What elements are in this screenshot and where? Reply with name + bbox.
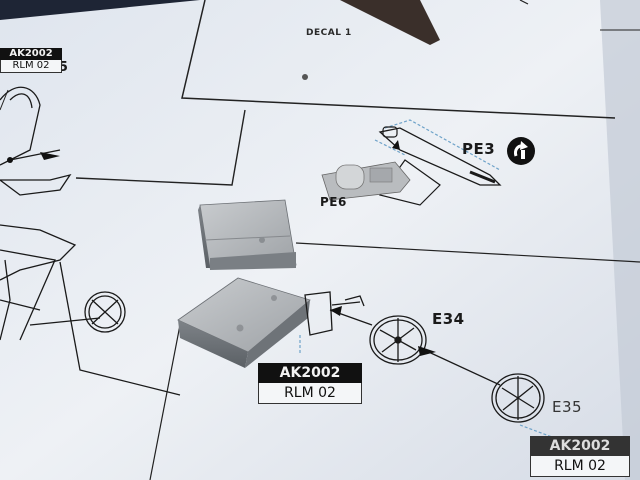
part-label-e35: E35 bbox=[552, 398, 583, 416]
left-assembly-drawing bbox=[0, 86, 181, 396]
decal-panel-border bbox=[181, 0, 616, 119]
resin-block-upper bbox=[198, 199, 297, 270]
brush-handle bbox=[340, 0, 440, 45]
paint-name: RLM 02 bbox=[258, 383, 362, 404]
paint-callout-left: AK2002 RLM 02 bbox=[0, 48, 62, 73]
paint-callout-center: AK2002 RLM 02 bbox=[258, 363, 362, 404]
paint-code: AK2002 bbox=[258, 363, 362, 383]
part-label-pe3: PE3 bbox=[462, 140, 496, 158]
resin-hinge-part bbox=[321, 161, 411, 201]
e34-drawing bbox=[304, 291, 501, 386]
part-label-e34: E34 bbox=[432, 310, 465, 328]
part-label-pe6: PE6 bbox=[320, 195, 347, 209]
paint-name: RLM 02 bbox=[0, 60, 62, 73]
paint-callout-right: AK2002 RLM 02 bbox=[530, 436, 630, 477]
rotate-arrow-icon bbox=[506, 136, 536, 171]
paint-code: AK2002 bbox=[530, 436, 630, 456]
resin-block-lower bbox=[177, 277, 311, 368]
decal-label: DECAL 1 bbox=[306, 28, 352, 38]
paint-code: AK2002 bbox=[0, 48, 62, 60]
paint-name: RLM 02 bbox=[530, 456, 630, 477]
e35-drawing bbox=[491, 373, 545, 423]
